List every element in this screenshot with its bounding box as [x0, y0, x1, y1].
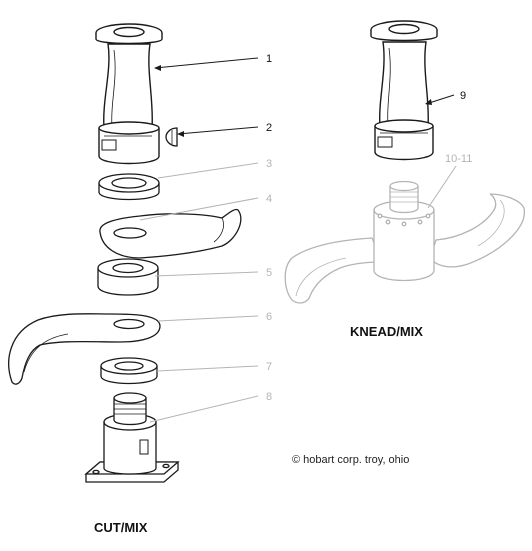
callout-2: 2 — [266, 122, 272, 134]
part-10-11-kneading-blade — [284, 180, 525, 304]
copyright-notice: © hobart corp. troy, ohio — [292, 454, 409, 466]
part-3-ring — [98, 173, 160, 201]
caption-cut-mix: CUT/MIX — [94, 520, 148, 535]
callout-6: 6 — [266, 311, 272, 323]
part-6-lower-blade — [8, 313, 161, 385]
part-5-spacer — [97, 258, 159, 296]
callout-8: 8 — [266, 391, 272, 403]
callout-7: 7 — [266, 361, 272, 373]
callout-4: 4 — [266, 193, 272, 205]
part-4-upper-blade — [99, 208, 242, 259]
caption-knead-mix: KNEAD/MIX — [350, 324, 423, 339]
part-8-hub — [84, 392, 180, 483]
part-2-knob — [165, 127, 178, 147]
callout-5: 5 — [266, 267, 272, 279]
callout-leaders-right — [425, 94, 457, 209]
callout-1: 1 — [266, 53, 272, 65]
callout-leaders-left — [139, 57, 259, 423]
part-1-drive-shaft — [95, 23, 163, 165]
part-9-drive-shaft — [370, 20, 438, 161]
callout-9: 9 — [460, 90, 466, 102]
callout-3: 3 — [266, 158, 272, 170]
callout-10-11: 10-11 — [445, 153, 472, 165]
part-7-spacer — [100, 357, 158, 385]
